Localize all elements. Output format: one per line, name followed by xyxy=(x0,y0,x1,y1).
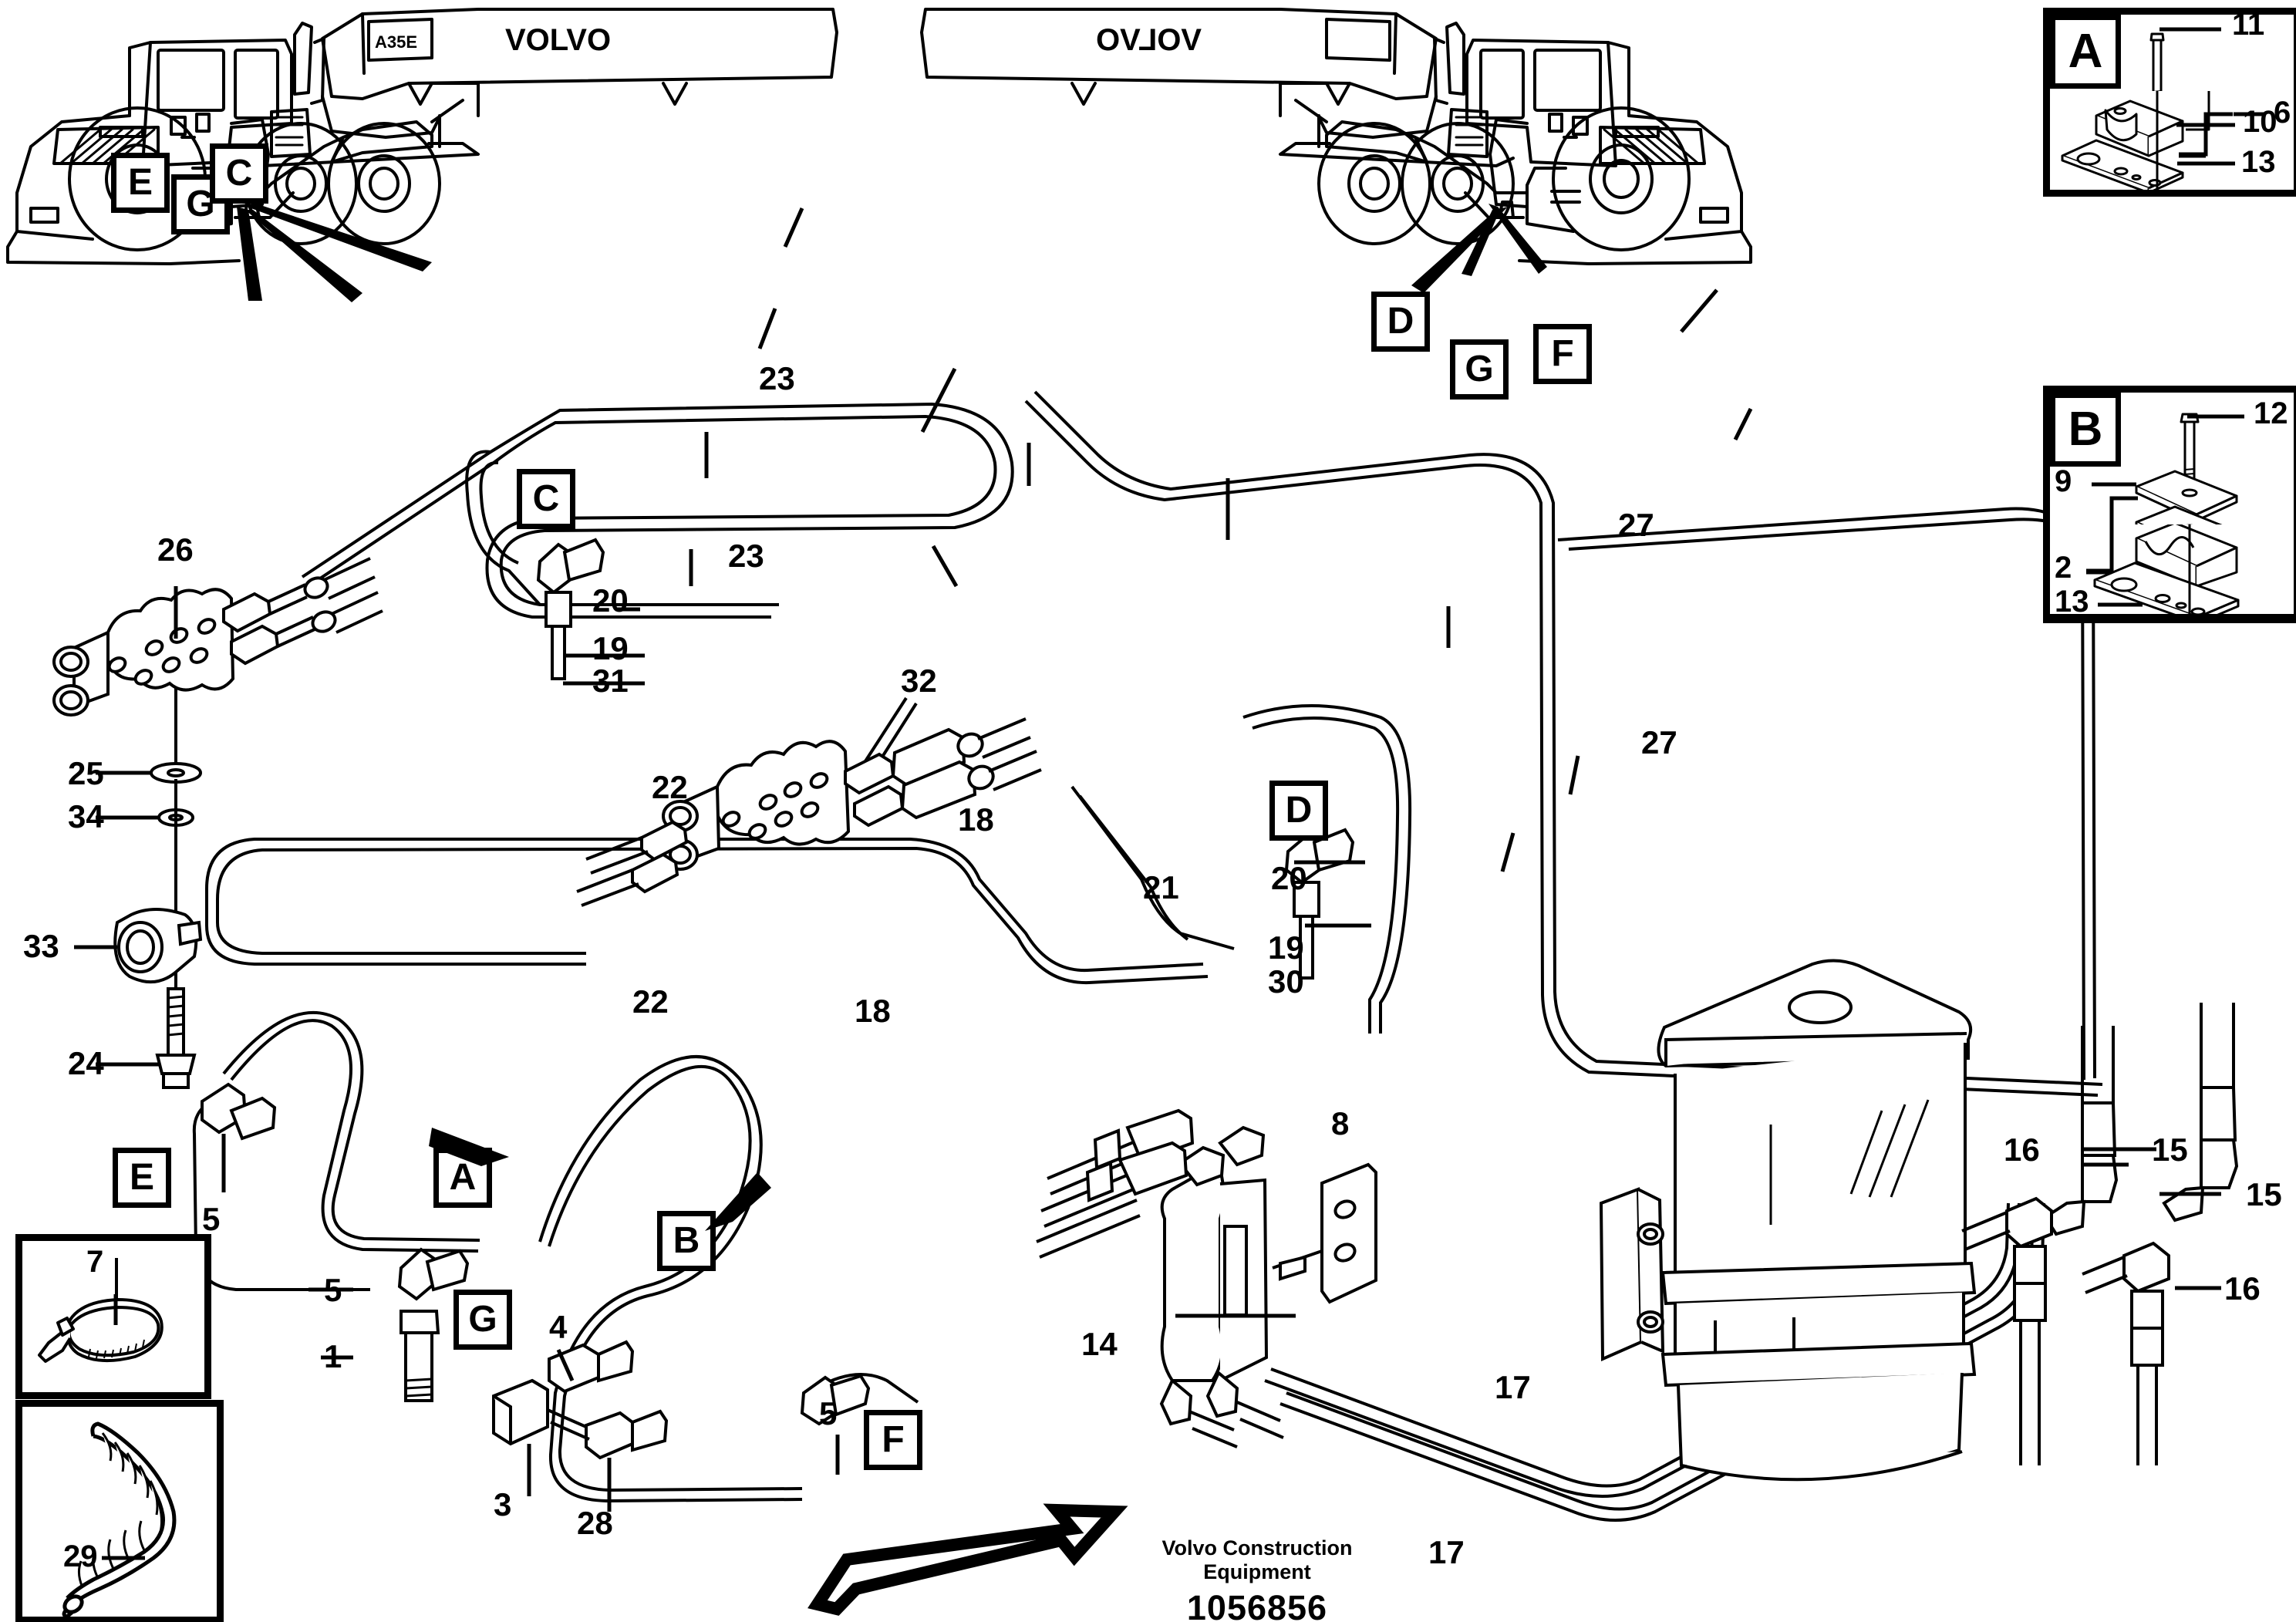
direction-arrow xyxy=(807,1503,1128,1616)
detail-box-B-lower-art xyxy=(2093,521,2240,625)
pn-19-c: 19 xyxy=(592,630,629,666)
pn-34: 34 xyxy=(68,798,104,835)
callout-G-diagram[interactable]: G xyxy=(453,1290,512,1350)
callout-C-truck[interactable]: C xyxy=(210,143,268,204)
pn-8: 8 xyxy=(1331,1105,1350,1141)
pn-23-top: 23 xyxy=(759,360,795,396)
detail-box-A-letter: A xyxy=(2050,15,2121,89)
pn-3: 3 xyxy=(494,1486,512,1523)
pn-30: 30 xyxy=(1268,963,1304,1000)
part-number-10: 10 xyxy=(2243,105,2277,139)
pn-1: 1 xyxy=(324,1338,342,1374)
part-number-6: 6 xyxy=(2274,96,2291,130)
fittings-15-16 xyxy=(1961,1003,2239,1465)
spiral-wrap-icon xyxy=(62,1421,177,1619)
hydraulic-reservoir xyxy=(1599,959,1977,1482)
callout-G-truck-right[interactable]: G xyxy=(1450,339,1509,400)
clamp-stack-left xyxy=(113,686,203,1089)
pn-20-d: 20 xyxy=(1271,860,1307,896)
pn-24: 24 xyxy=(68,1045,104,1081)
part-number-11: 11 xyxy=(2232,8,2265,42)
callout-B-diagram[interactable]: B xyxy=(657,1211,716,1271)
company-line-1: Volvo Construction xyxy=(1161,1536,1353,1560)
callout-A-diagram[interactable]: A xyxy=(433,1148,492,1208)
pn-27-top: 27 xyxy=(1618,507,1654,543)
valve-block-middle xyxy=(576,717,1042,907)
pn-27-lower: 27 xyxy=(1641,724,1677,760)
pn-18-top: 18 xyxy=(958,801,994,838)
pn-23-inner: 23 xyxy=(728,538,764,574)
pn-16-left: 16 xyxy=(2004,1131,2040,1168)
callout-E-diagram[interactable]: E xyxy=(113,1148,171,1208)
pn-28: 28 xyxy=(577,1505,613,1541)
pn-17-bottom: 17 xyxy=(1428,1534,1465,1570)
part-number-29: 29 xyxy=(63,1539,98,1573)
pn-5-top: 5 xyxy=(202,1201,221,1237)
pn-32: 32 xyxy=(901,663,937,699)
pn-22-top: 22 xyxy=(652,769,688,805)
hose-27 xyxy=(1024,400,2099,1097)
callout-F-truck[interactable]: F xyxy=(1533,324,1592,384)
pn-20-c: 20 xyxy=(592,582,629,619)
pn-14: 14 xyxy=(1081,1326,1118,1362)
pn-15-left: 15 xyxy=(2152,1131,2188,1168)
detail-box-B-letter: B xyxy=(2050,393,2121,467)
pn-25: 25 xyxy=(68,755,104,791)
footer-block: Volvo Construction Equipment 1056856 xyxy=(1141,1536,1373,1622)
detail-box-B-lower-half xyxy=(2043,521,2296,625)
svg-text:VOLVO: VOLVO xyxy=(1096,23,1202,57)
hose-A xyxy=(230,1019,479,1253)
valve-block-26 xyxy=(52,557,383,717)
truck-right-illustration xyxy=(920,8,1752,265)
pn-15-right: 15 xyxy=(2246,1176,2282,1212)
company-line-2: Equipment xyxy=(1203,1560,1311,1584)
detail-box-A-lower-half xyxy=(2043,51,2296,197)
callout-E-truck[interactable]: E xyxy=(111,153,170,213)
pn-21: 21 xyxy=(1143,869,1179,905)
part-number-2: 2 xyxy=(2055,551,2072,585)
pn-18-bottom: 18 xyxy=(855,993,891,1029)
pn-5-mid: 5 xyxy=(324,1272,342,1308)
cable-tie-icon xyxy=(38,1258,164,1363)
callout-D-diagram[interactable]: D xyxy=(1269,781,1328,841)
detail-box-cable-tie xyxy=(15,1234,211,1399)
pn-33: 33 xyxy=(23,928,59,964)
truck-leader-lines xyxy=(237,204,1547,302)
pn-31: 31 xyxy=(592,663,629,699)
hose-21 xyxy=(1070,785,1235,950)
pump-assembly-14 xyxy=(1036,1108,1377,1448)
pn-26: 26 xyxy=(157,531,194,568)
part-number-13-B: 13 xyxy=(2055,585,2089,619)
pn-19-d: 19 xyxy=(1268,929,1304,966)
pn-16-right: 16 xyxy=(2224,1270,2261,1307)
part-number-12: 12 xyxy=(2254,396,2288,430)
diagram-part-number: 1056856 xyxy=(1186,1588,1328,1622)
svg-text:A35E: A35E xyxy=(375,32,417,52)
part-number-13-A: 13 xyxy=(2241,145,2276,179)
pn-17-right: 17 xyxy=(1495,1369,1531,1405)
callout-D-truck[interactable]: D xyxy=(1371,292,1430,352)
detail-box-spiral-wrap xyxy=(15,1400,224,1622)
svg-text:VOLVO: VOLVO xyxy=(505,23,611,57)
leader-lines xyxy=(74,207,2221,1512)
detail-box-A-lower-art xyxy=(2061,51,2210,194)
pn-22-bottom: 22 xyxy=(632,983,669,1020)
hose-23 xyxy=(307,414,997,619)
part-number-7: 7 xyxy=(86,1245,104,1279)
part-number-9: 9 xyxy=(2055,464,2072,498)
pn-5-f: 5 xyxy=(819,1395,838,1431)
callout-F-diagram[interactable]: F xyxy=(864,1410,922,1470)
pn-4: 4 xyxy=(549,1309,568,1345)
truck-left-illustration: A35E VOLVO xyxy=(6,8,838,265)
callout-C-diagram[interactable]: C xyxy=(517,469,575,529)
